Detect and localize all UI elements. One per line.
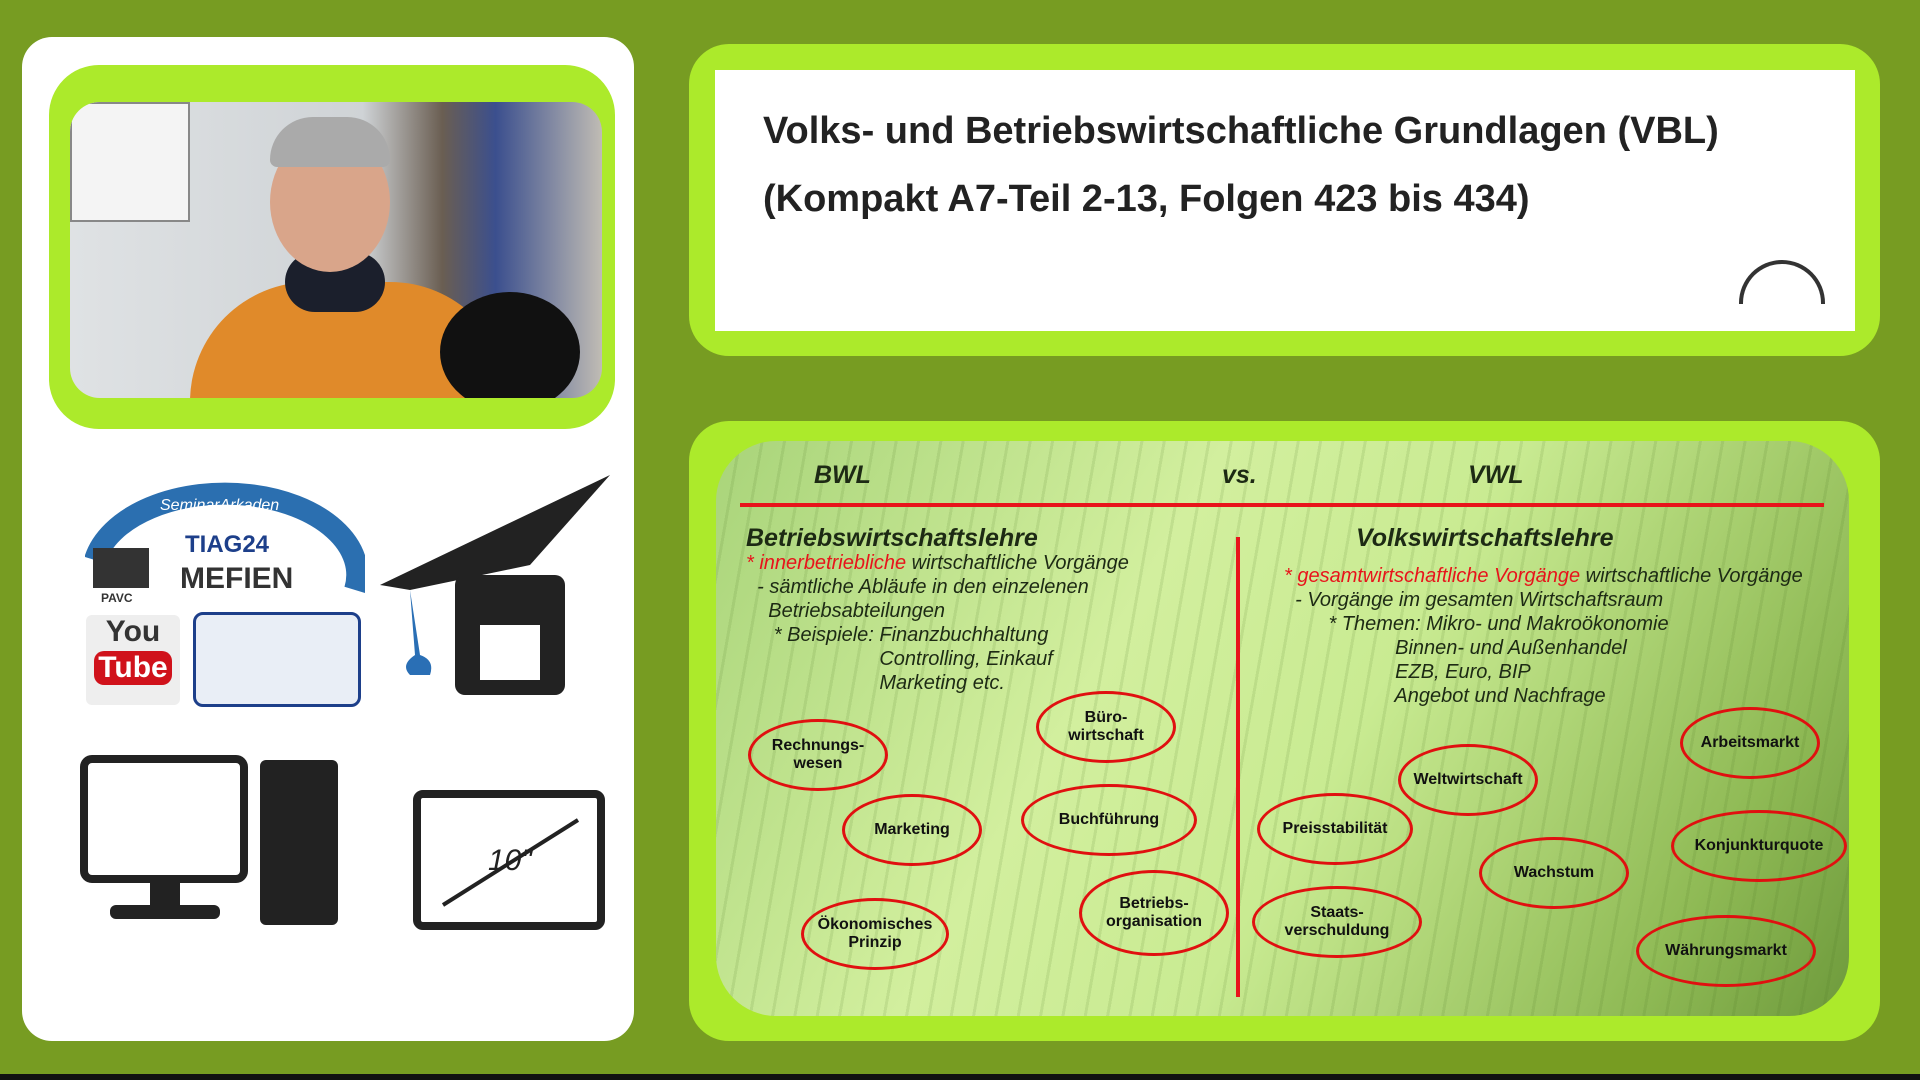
horizontal-divider — [740, 503, 1824, 507]
bubble-oekonomisches-prinzip: Ökonomisches Prinzip — [801, 898, 949, 970]
logo-arc — [85, 482, 365, 594]
bwl-rest-text: wirtschaftliche Vorgänge — [906, 552, 1129, 574]
calendar-image — [70, 102, 190, 222]
webcam-video — [70, 102, 602, 398]
title-line-2: (Kompakt A7-Teil 2-13, Folgen 423 bis 43… — [763, 178, 1530, 220]
bottom-bar — [0, 1074, 1920, 1080]
small-logo — [1739, 260, 1825, 304]
vwl-rest-text: wirtschaftliche Vorgänge — [1580, 565, 1803, 587]
vwl-details: - Vorgänge im gesamten Wirtschaftsraum *… — [1295, 589, 1669, 707]
seminararkaden-logo: SeminarArkaden TIAG24 MEFIEN PAVC — [85, 482, 365, 605]
bubble-preisstabilitaet: Preisstabilität — [1257, 793, 1413, 865]
tablet-size-label: 10" — [488, 844, 533, 877]
bubble-marketing: Marketing — [842, 794, 982, 866]
vwl-label: VWL — [1468, 461, 1524, 489]
presenter-hair — [270, 117, 390, 167]
bubble-buerowirtschaft: Büro- wirtschaft — [1036, 691, 1176, 763]
vertical-divider — [1236, 537, 1240, 997]
bubble-betriebsorganisation: Betriebs- organisation — [1079, 870, 1229, 956]
title-card: Volks- und Betriebswirtschaftliche Grund… — [715, 70, 1855, 331]
bubble-konjunkturquote: Konjunkturquote — [1671, 810, 1847, 882]
bubble-weltwirtschaft: Weltwirtschaft — [1398, 744, 1538, 816]
bwl-first-line: * innerbetriebliche wirtschaftliche Vorg… — [746, 551, 1129, 575]
vwl-heading: Volkswirtschaftslehre — [1356, 524, 1614, 552]
bwl-label: BWL — [814, 461, 871, 489]
title-line-1: Volks- und Betriebswirtschaftliche Grund… — [763, 110, 1719, 152]
bubble-rechnungswesen: Rechnungs- wesen — [748, 719, 888, 791]
slide-content: BWL vs. VWL Betriebswirtschaftslehre * i… — [716, 441, 1849, 1016]
microphone-pop-filter — [440, 292, 580, 398]
pavc-icon — [93, 548, 149, 588]
graduation-film-icon — [380, 475, 610, 695]
tassel-icon — [406, 590, 432, 675]
logo-mefien: MEFIEN — [180, 562, 293, 595]
bwl-red-text: * innerbetriebliche — [746, 552, 907, 574]
bubble-arbeitsmarkt: Arbeitsmarkt — [1680, 707, 1820, 779]
vwl-first-line: * gesamtwirtschaftliche Vorgänge wirtsch… — [1284, 564, 1803, 588]
media-collage-icon — [193, 612, 361, 707]
bubble-buchfuehrung: Buchführung — [1021, 784, 1197, 856]
vwl-red-text: * gesamtwirtschaftliche Vorgänge — [1284, 565, 1581, 587]
logo-arc-text: SeminarArkaden — [160, 497, 279, 514]
bwl-details: - sämtliche Abläufe in den einzelenen Be… — [757, 576, 1089, 694]
logo-tiag: TIAG24 — [185, 531, 270, 558]
youtube-you: You — [105, 615, 161, 648]
bwl-heading: Betriebswirtschaftslehre — [746, 524, 1038, 552]
vs-label: vs. — [1222, 461, 1257, 489]
bubble-staatsverschuldung: Staats- verschuldung — [1252, 886, 1422, 958]
tablet-icon: 10" — [413, 790, 605, 930]
bubble-waehrungsmarkt: Währungsmarkt — [1636, 915, 1816, 987]
pavc-label: PAVC — [101, 591, 133, 605]
desktop-computer-icon — [80, 755, 338, 925]
youtube-logo: You Tube — [86, 615, 180, 705]
bubble-wachstum: Wachstum — [1479, 837, 1629, 909]
youtube-tube: Tube — [94, 651, 172, 685]
